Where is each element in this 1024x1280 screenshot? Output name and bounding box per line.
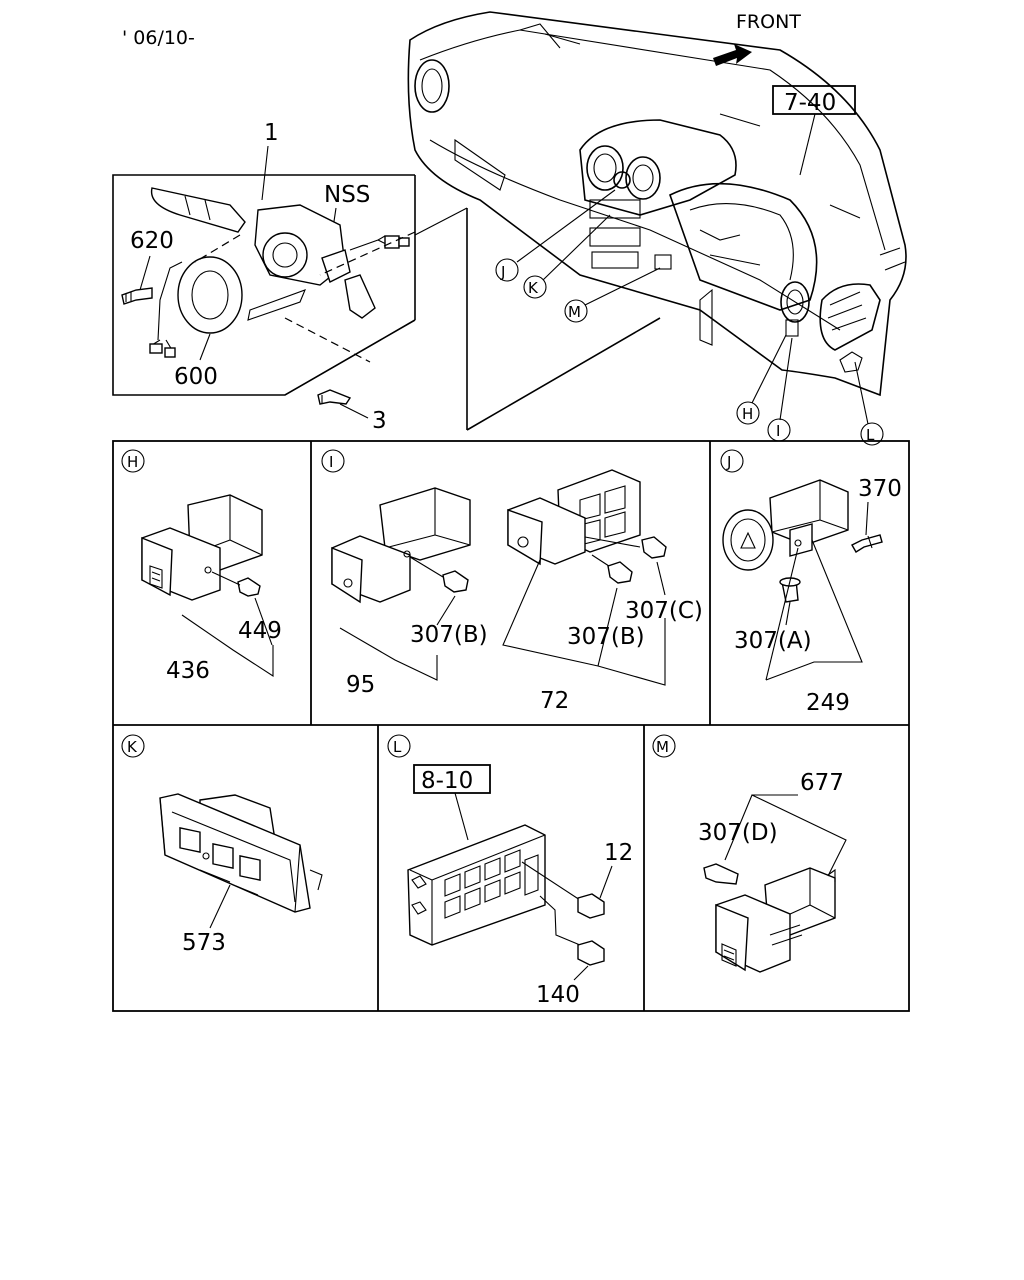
label-307B-left: 307(B) xyxy=(410,622,488,648)
panel-I: I 307(B) 95 xyxy=(321,449,703,714)
svg-text:K: K xyxy=(528,279,539,297)
callout-K: K xyxy=(523,214,611,299)
panel-J: J 370 307(A) 249 xyxy=(720,449,902,716)
relay-box xyxy=(407,824,546,946)
callout-M: M xyxy=(564,267,661,323)
svg-text:L: L xyxy=(866,426,875,444)
svg-text:H: H xyxy=(127,453,138,471)
part-620-label: 620 xyxy=(130,228,174,254)
label-249: 249 xyxy=(806,690,850,716)
nss-label: NSS xyxy=(324,182,370,208)
svg-text:J: J xyxy=(726,453,731,471)
relay-12 xyxy=(577,893,605,919)
combination-switch-illustration xyxy=(121,187,410,358)
clip-307B-left xyxy=(442,570,469,593)
panel-L: L 8-10 12 140 xyxy=(387,734,633,1008)
label-677: 677 xyxy=(800,770,844,796)
label-140: 140 xyxy=(536,982,580,1008)
svg-text:K: K xyxy=(127,738,138,756)
switch-573 xyxy=(159,793,323,913)
clip-307B-right xyxy=(607,561,633,584)
label-12: 12 xyxy=(604,840,633,866)
svg-text:L: L xyxy=(393,738,402,756)
switch-677 xyxy=(715,867,836,973)
svg-text:I: I xyxy=(776,422,780,440)
label-307B-right: 307(B) xyxy=(567,624,645,650)
hazard-switch-249 xyxy=(722,479,849,571)
panel-H: H 449 436 xyxy=(121,449,282,684)
screw-370 xyxy=(851,534,883,553)
date-code: ' 06/10- xyxy=(122,27,195,49)
callout-J: J xyxy=(495,189,616,282)
part-3-label: 3 xyxy=(372,408,387,434)
label-95: 95 xyxy=(346,672,375,698)
screw-3 xyxy=(317,389,352,405)
panel-grid xyxy=(112,440,910,1012)
clip-307D xyxy=(703,863,739,885)
dashboard-illustration xyxy=(407,11,907,397)
svg-text:I: I xyxy=(329,453,333,471)
clip-449 xyxy=(211,571,261,597)
label-307C: 307(C) xyxy=(625,598,703,624)
dash-ref-label: 7-40 xyxy=(784,90,836,116)
fuse-ref-box xyxy=(413,764,491,794)
dash-ref-box xyxy=(772,85,856,115)
switch-436 xyxy=(141,494,263,601)
callout-H: H xyxy=(736,334,787,425)
callout-I: I xyxy=(767,337,793,442)
relay-140 xyxy=(577,940,605,966)
svg-text:H: H xyxy=(742,405,753,423)
label-307D: 307(D) xyxy=(698,820,778,846)
panel-K: K 573 xyxy=(121,734,323,956)
assy-label: 1 xyxy=(264,120,279,146)
front-label: FRONT xyxy=(736,11,801,33)
svg-text:J: J xyxy=(500,263,505,281)
callout-L: L xyxy=(854,361,884,446)
svg-text:M: M xyxy=(656,738,669,756)
part-600-label: 600 xyxy=(174,364,218,390)
svg-text:M: M xyxy=(568,303,581,321)
label-370: 370 xyxy=(858,476,902,502)
switch-72 xyxy=(507,469,641,569)
fuse-ref-label: 8-10 xyxy=(421,768,473,794)
switch-95 xyxy=(331,487,471,604)
hazard-triangle-icon xyxy=(740,531,756,549)
clip-307C xyxy=(641,536,667,559)
label-436: 436 xyxy=(166,658,210,684)
label-449: 449 xyxy=(238,618,282,644)
panel-M: M 677 307(D) xyxy=(652,734,847,973)
front-arrow-icon xyxy=(713,44,752,66)
label-573: 573 xyxy=(182,930,226,956)
label-72: 72 xyxy=(540,688,569,714)
